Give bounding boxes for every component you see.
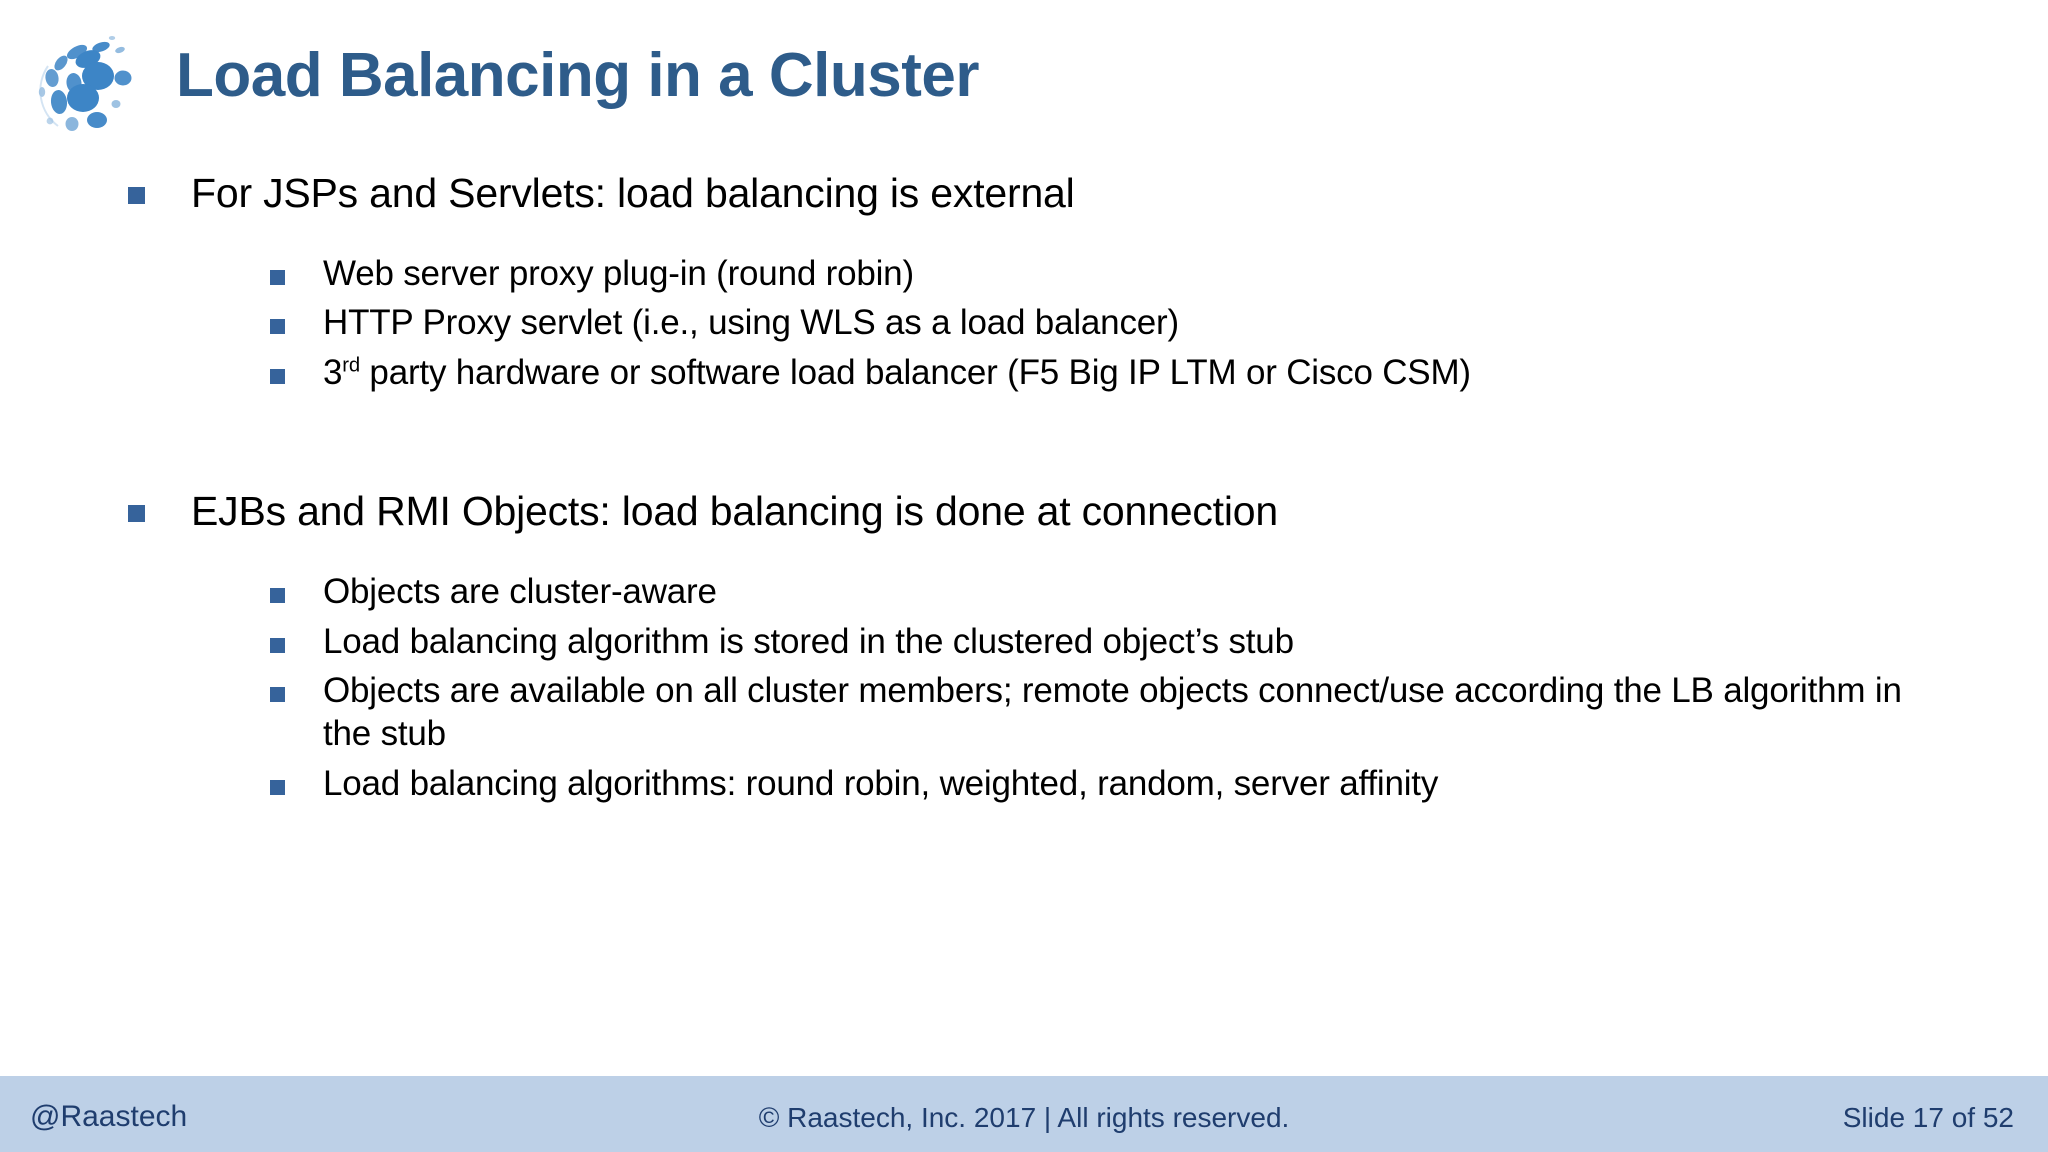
bullet-text: Objects are cluster-aware: [323, 572, 717, 612]
list-item: For JSPs and Servlets: load balancing is…: [0, 168, 2048, 218]
slide-header: Load Balancing in a Cluster: [0, 0, 2048, 160]
slide-footer: @Raastech © Raastech, Inc. 2017 | All ri…: [0, 1076, 2048, 1152]
bullet-square-icon: [270, 637, 285, 653]
bullet-square-icon: [270, 368, 285, 384]
spacer: [0, 400, 2048, 486]
bullet-text: Web server proxy plug-in (round robin): [323, 254, 914, 294]
list-item: EJBs and RMI Objects: load balancing is …: [0, 486, 2048, 536]
footer-slide-number: Slide 17 of 52: [1842, 1102, 2014, 1133]
bullet-text: 3rd party hardware or software load bala…: [323, 351, 1471, 394]
spacer: [0, 542, 2048, 570]
bullet-text: HTTP Proxy servlet (i.e., using WLS as a…: [323, 303, 1179, 343]
ordinal-suffix: rd: [342, 354, 360, 377]
list-item: Web server proxy plug-in (round robin): [0, 252, 2048, 295]
bullet-square-icon: [270, 270, 285, 286]
page-title: Load Balancing in a Cluster: [176, 41, 979, 110]
list-item: Load balancing algorithms: round robin, …: [0, 762, 2048, 805]
raastech-globe-dots-logo-icon: [28, 26, 140, 138]
bullet-square-icon: [270, 588, 285, 604]
list-item: 3rd party hardware or software load bala…: [0, 351, 2048, 394]
bullet-square-icon: [270, 779, 285, 795]
list-item: Objects are available on all cluster mem…: [0, 669, 2048, 756]
bullet-square-icon: [128, 505, 145, 523]
slide-body: For JSPs and Servlets: load balancing is…: [0, 168, 2048, 1058]
spacer: [0, 224, 2048, 252]
bullet-text: For JSPs and Servlets: load balancing is…: [191, 170, 1075, 216]
footer-social-handle: @Raastech: [30, 1100, 188, 1133]
bullet-square-icon: [270, 319, 285, 335]
list-item: Objects are cluster-aware: [0, 570, 2048, 613]
bullet-text-rest: party hardware or software load balancer…: [359, 352, 1471, 392]
footer-copyright: © Raastech, Inc. 2017 | All rights reser…: [758, 1102, 1290, 1133]
bullet-text: EJBs and RMI Objects: load balancing is …: [191, 488, 1278, 535]
bullet-text: Objects are available on all cluster mem…: [323, 670, 1902, 754]
bullet-text: Load balancing algorithms: round robin, …: [323, 763, 1439, 803]
bullet-text: Load balancing algorithm is stored in th…: [323, 621, 1294, 661]
list-item: Load balancing algorithm is stored in th…: [0, 620, 2048, 663]
bullet-square-icon: [270, 686, 285, 702]
ordinal-number: 3: [323, 352, 343, 392]
bullet-square-icon: [128, 187, 145, 204]
list-item: HTTP Proxy servlet (i.e., using WLS as a…: [0, 301, 2048, 344]
